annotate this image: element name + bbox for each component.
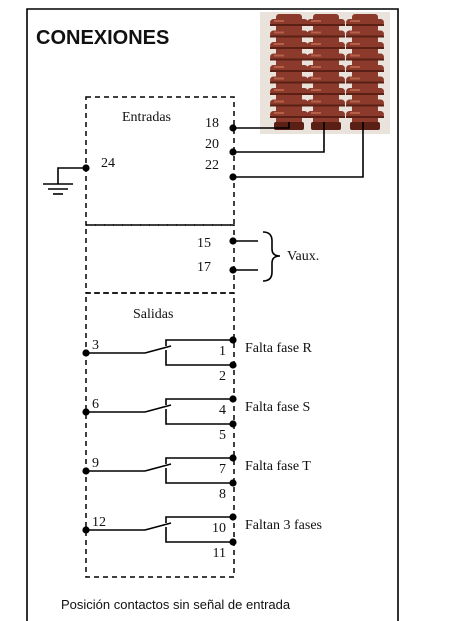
- no-terminal-dot: [229, 336, 237, 344]
- wire-18: [233, 122, 290, 129]
- no-terminal-number: 7: [219, 462, 226, 477]
- panel-border: [26, 8, 399, 621]
- nc-terminal-dot: [229, 361, 237, 369]
- no-contact-wire: [165, 398, 233, 405]
- input-terminal-18: 18: [205, 116, 219, 131]
- contact-label: Faltan 3 fases: [245, 518, 322, 533]
- relay-contact: 6 4 5 Falta fase S: [82, 395, 310, 443]
- no-contact-wire: [165, 339, 233, 346]
- common-terminal-number: 3: [92, 338, 99, 353]
- vaux-box: [85, 224, 235, 294]
- relay-contact: 3 1 2 Falta fase R: [82, 336, 313, 384]
- no-terminal-dot: [229, 395, 237, 403]
- relay-contact: 12 10 11 Faltan 3 fases: [82, 513, 322, 561]
- input-terminal-20: 20: [205, 137, 219, 152]
- no-terminal-number: 10: [212, 521, 226, 536]
- inputs-label: Entradas: [122, 110, 171, 125]
- contact-label: Falta fase R: [245, 341, 313, 356]
- diagram-title: CONEXIONES: [36, 27, 169, 49]
- switch-blade: [144, 522, 172, 531]
- vaux-brace: [262, 231, 281, 282]
- vaux-label: Vaux.: [287, 249, 319, 264]
- nc-terminal-number: 11: [213, 546, 226, 561]
- footer-note: Posición contactos sin señal de entrada: [61, 597, 291, 612]
- insulator-icon: [307, 14, 345, 130]
- no-terminal-dot: [229, 513, 237, 521]
- inputs-box: [85, 96, 235, 226]
- nc-contact-wire: [165, 468, 233, 484]
- nc-terminal-number: 8: [219, 487, 226, 502]
- outputs-label: Salidas: [133, 307, 173, 322]
- no-terminal-number: 4: [219, 403, 226, 418]
- vaux-terminal-17: 17: [197, 260, 211, 275]
- nc-contact-wire: [165, 350, 233, 366]
- common-terminal-number: 6: [92, 397, 99, 412]
- contact-label: Falta fase S: [245, 400, 310, 415]
- nc-terminal-number: 5: [219, 428, 226, 443]
- no-terminal-number: 1: [219, 344, 226, 359]
- no-contact-wire: [165, 516, 233, 523]
- common-terminal-number: 12: [92, 515, 106, 530]
- vaux-terminal-15: 15: [197, 236, 211, 251]
- insulator-icon: [270, 14, 308, 130]
- switch-blade: [144, 345, 172, 354]
- contact-label: Falta fase T: [245, 459, 311, 474]
- relay-contact: 9 7 8 Falta fase T: [82, 454, 311, 502]
- wire-22: [233, 122, 364, 178]
- outputs-box: [85, 292, 235, 578]
- ground-icon: [43, 183, 73, 195]
- nc-terminal-number: 2: [219, 369, 226, 384]
- no-terminal-dot: [229, 454, 237, 462]
- nc-terminal-dot: [229, 538, 237, 546]
- common-terminal-number: 9: [92, 456, 99, 471]
- insulator-bushings-image: [260, 12, 390, 134]
- nc-terminal-dot: [229, 479, 237, 487]
- ground-terminal-24: 24: [101, 156, 115, 171]
- switch-blade: [144, 404, 172, 413]
- no-contact-wire: [165, 457, 233, 464]
- wire-20: [233, 122, 325, 153]
- nc-contact-wire: [165, 527, 233, 543]
- switch-blade: [144, 463, 172, 472]
- nc-contact-wire: [165, 409, 233, 425]
- input-terminal-22: 22: [205, 158, 219, 173]
- nc-terminal-dot: [229, 420, 237, 428]
- ground-wire: [57, 167, 86, 184]
- insulator-icon: [346, 14, 384, 130]
